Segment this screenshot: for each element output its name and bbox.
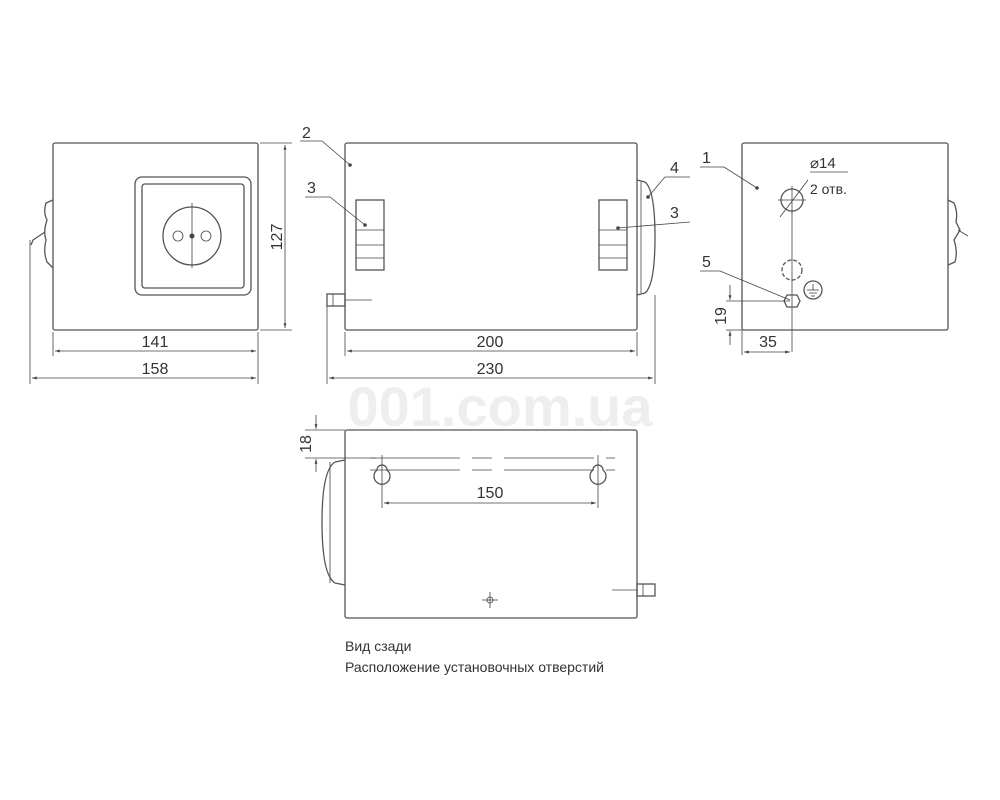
dim-front-overall: 158 (142, 361, 169, 378)
side-view: 2 3 4 3 200 230 (300, 125, 691, 384)
callout-4: 4 (670, 160, 679, 177)
dim-hole-from-bottom: 19 (713, 307, 730, 325)
watermark: 001.com.ua (347, 375, 653, 438)
callout-5: 5 (702, 254, 711, 271)
dim-hole-from-side: 35 (759, 334, 777, 351)
crosshair-icon (482, 592, 498, 608)
socket-icon (134, 176, 252, 296)
callout-1: 1 (702, 150, 711, 167)
dim-rear-top-offset: 18 (298, 435, 315, 453)
dim-side-width: 200 (477, 334, 504, 351)
hole-diameter: ⌀14 (810, 155, 836, 172)
callout-3b: 3 (670, 205, 679, 222)
ground-symbol-icon (803, 280, 823, 300)
dim-side-overall: 230 (477, 361, 504, 378)
dim-front-width: 141 (142, 334, 169, 351)
callout-3a: 3 (307, 180, 316, 197)
dim-height: 127 (269, 224, 286, 251)
rear-view: 150 18 (298, 415, 656, 619)
back-view: ⌀14 2 отв. 1 5 19 35 (700, 142, 969, 355)
hole-count: 2 отв. (810, 181, 847, 197)
caption-line-1: Вид сзади (345, 638, 412, 654)
callout-2: 2 (302, 125, 311, 142)
caption-line-2: Расположение установочных отверстий (345, 659, 604, 675)
dim-mount-spacing: 150 (477, 485, 504, 502)
rear-bolt-icon (612, 583, 656, 597)
front-view: 127 141 158 (29, 142, 292, 384)
ground-bolt-icon (326, 293, 372, 307)
